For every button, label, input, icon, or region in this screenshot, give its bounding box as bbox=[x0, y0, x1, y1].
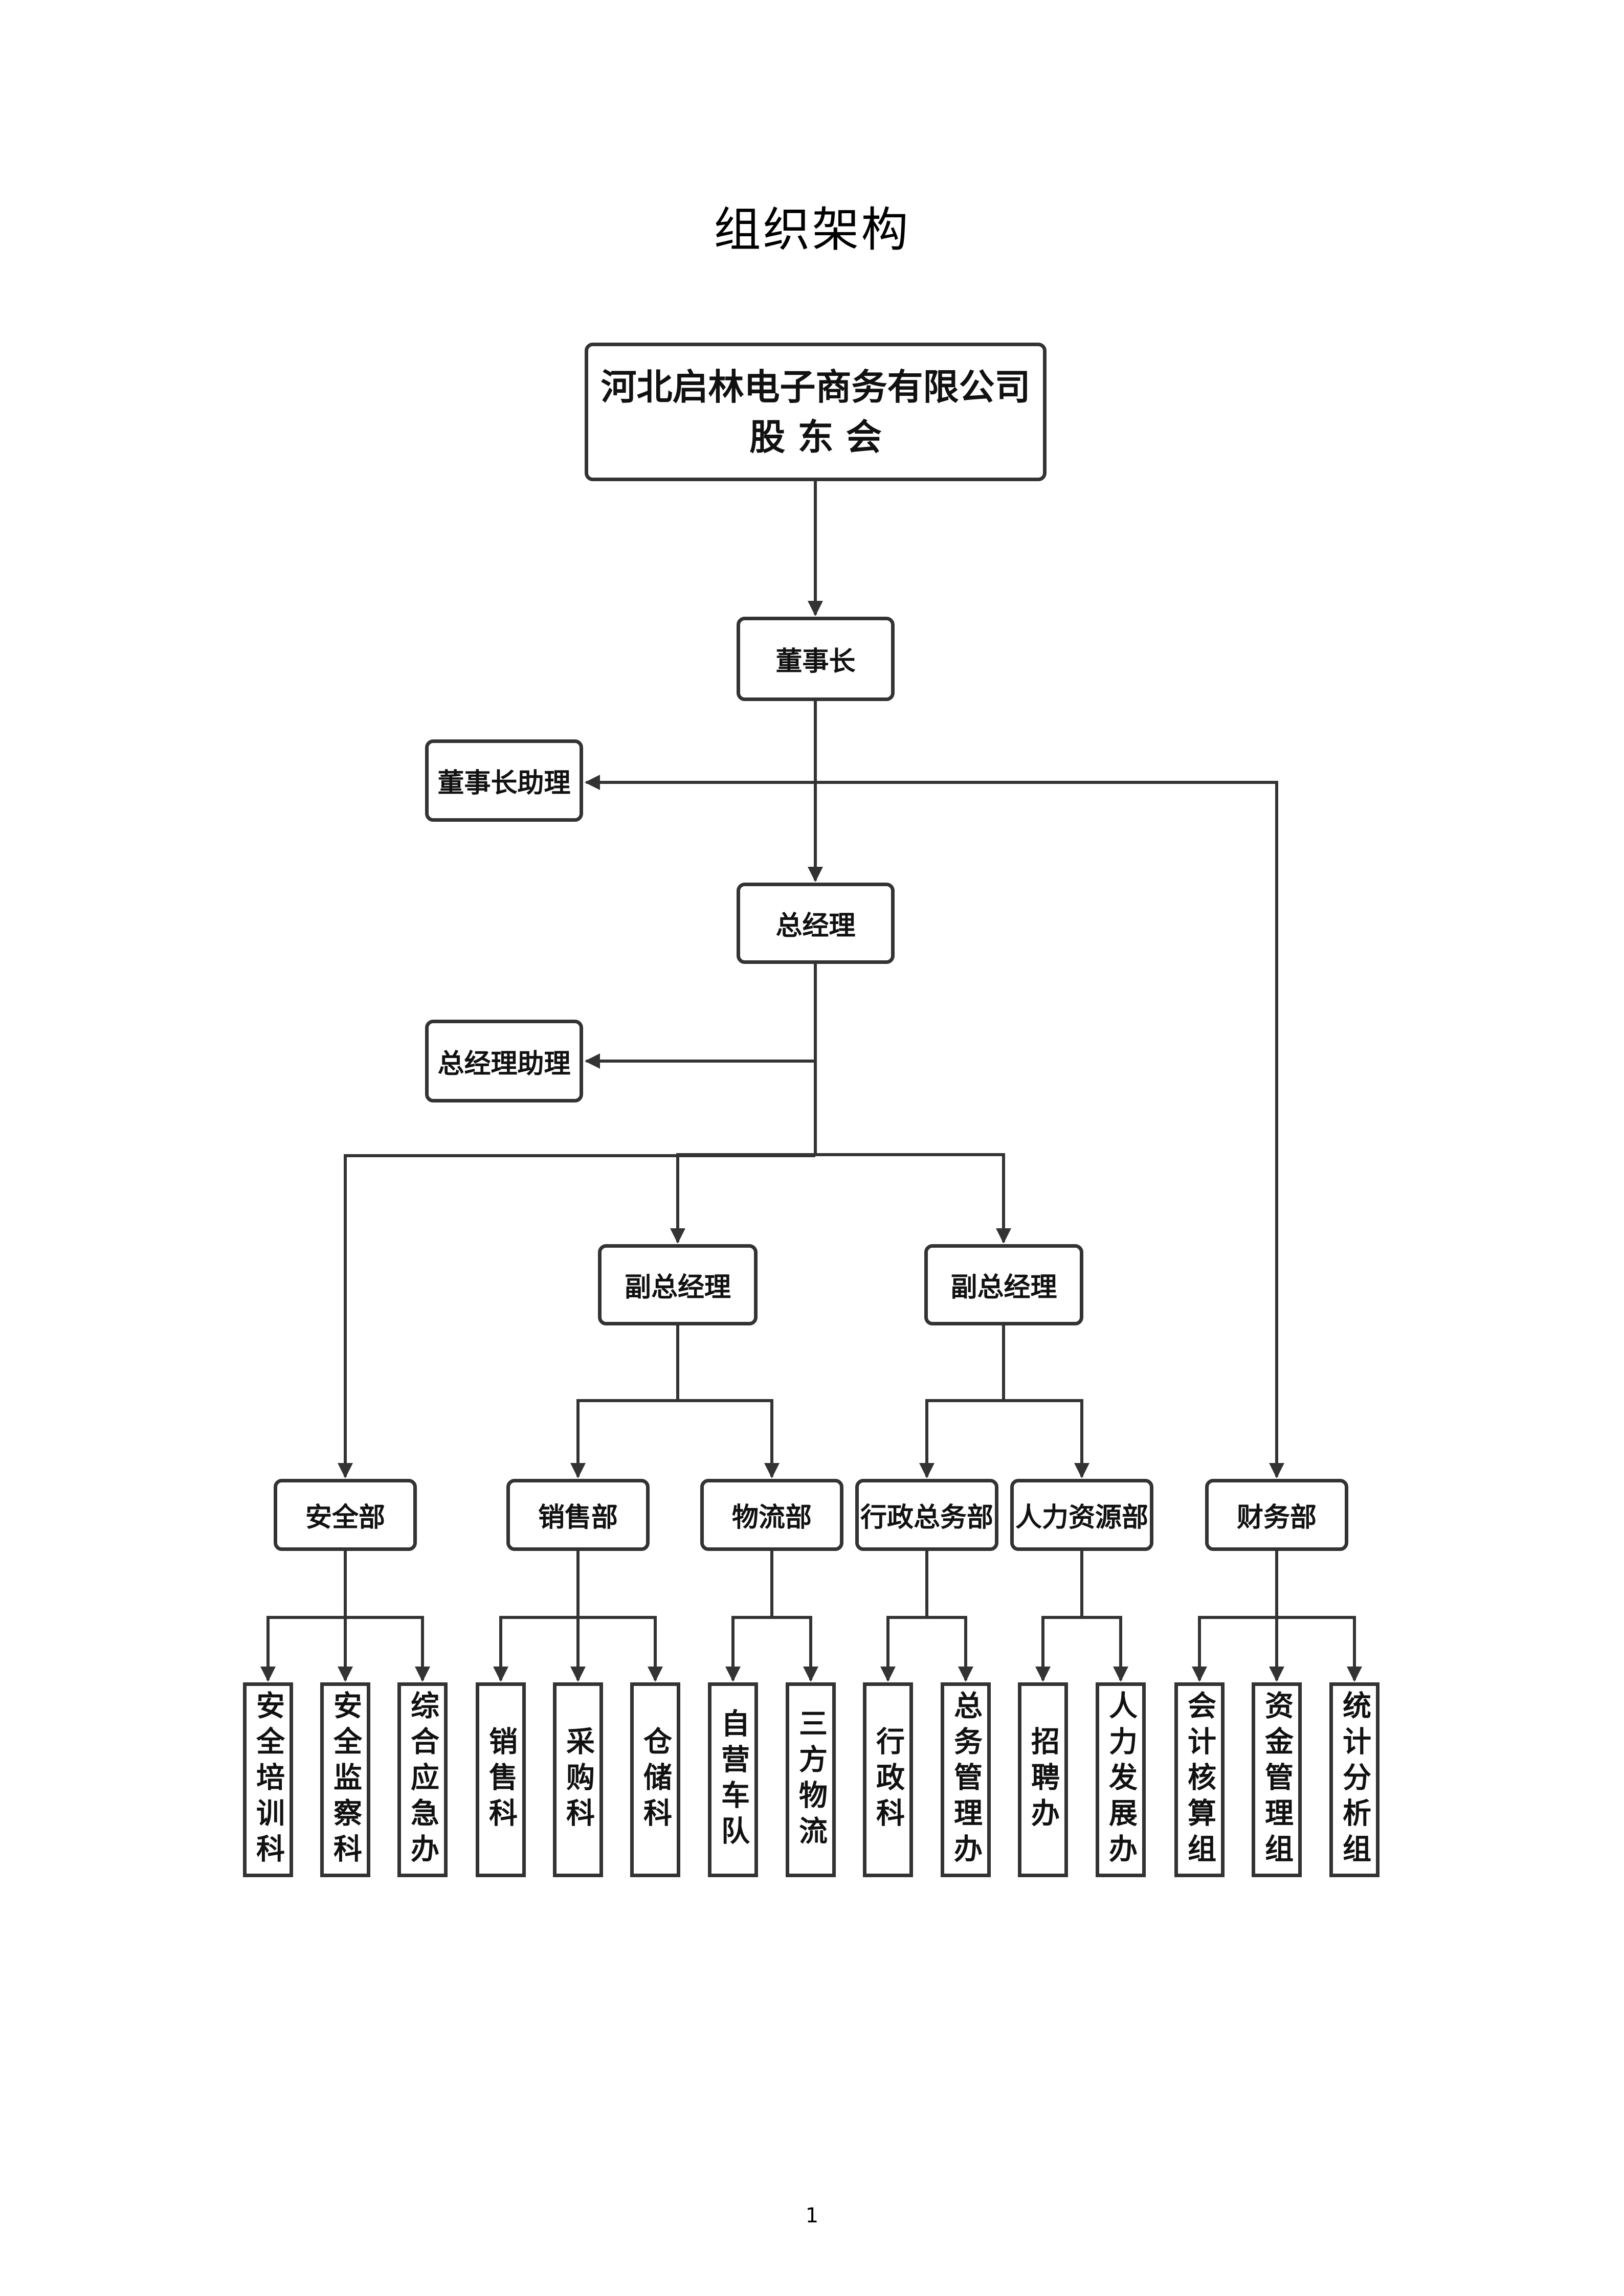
edge-deputy-left-logistics bbox=[678, 1399, 780, 1478]
edge-dept-unit bbox=[880, 1616, 927, 1682]
department-box: 财务部 bbox=[1205, 1479, 1348, 1551]
shareholders-box: 河北启林电子商务有限公司 股 东 会 bbox=[585, 343, 1047, 481]
unit-box: 总务管理办 bbox=[941, 1682, 991, 1877]
company-name: 河北启林电子商务有限公司 bbox=[600, 366, 1031, 408]
unit-box: 销售科 bbox=[476, 1682, 526, 1877]
page-title: 组织架构 bbox=[714, 202, 910, 257]
edge-gm-deputy-right bbox=[815, 1153, 1011, 1244]
unit-box: 采购科 bbox=[553, 1682, 603, 1877]
edge-dept-unit bbox=[260, 1616, 345, 1682]
edge-gm-deputy-left bbox=[670, 1153, 815, 1244]
unit-box: 三方物流 bbox=[786, 1682, 836, 1877]
edge-dept-unit bbox=[1277, 1616, 1362, 1682]
department-box: 安全部 bbox=[274, 1479, 417, 1551]
unit-box: 安全培训科 bbox=[243, 1682, 293, 1877]
department-box: 行政总务部 bbox=[855, 1479, 998, 1551]
unit-box: 会计核算组 bbox=[1174, 1682, 1225, 1877]
unit-box: 行政科 bbox=[863, 1682, 913, 1877]
edge-dept-unit bbox=[772, 1616, 818, 1682]
unit-box: 人力发展办 bbox=[1096, 1682, 1146, 1877]
edge-dept-unit bbox=[1082, 1616, 1128, 1682]
edge-dept-unit bbox=[493, 1616, 578, 1682]
unit-box: 自营车队 bbox=[708, 1682, 758, 1877]
edge-dept-unit bbox=[725, 1616, 772, 1682]
edge-deputy-right-admin bbox=[919, 1399, 1004, 1478]
department-box: 物流部 bbox=[700, 1479, 843, 1551]
edge-deputy-right-hr bbox=[1004, 1399, 1089, 1478]
shareholders-label: 股 东 会 bbox=[749, 416, 882, 458]
unit-box: 安全监察科 bbox=[320, 1682, 370, 1877]
chairman-box: 董事长 bbox=[737, 617, 895, 701]
edge-dept-unit bbox=[1192, 1616, 1277, 1682]
edge-dept-unit bbox=[578, 1616, 663, 1682]
chairman-assistant-box: 董事长助理 bbox=[425, 739, 583, 822]
unit-box: 资金管理组 bbox=[1252, 1682, 1302, 1877]
edge-deputy-left-sales bbox=[570, 1399, 678, 1478]
edge-dept-unit bbox=[345, 1616, 430, 1682]
page-number: 1 bbox=[805, 2204, 819, 2227]
unit-box: 综合应急办 bbox=[397, 1682, 448, 1877]
deputy-gm-right-box: 副总经理 bbox=[924, 1244, 1083, 1325]
general-manager-box: 总经理 bbox=[737, 883, 895, 964]
edge-gm-safety bbox=[338, 1154, 815, 1478]
unit-box: 招聘办 bbox=[1018, 1682, 1068, 1877]
edge-chairman-finance bbox=[815, 781, 1284, 1478]
unit-box: 仓储科 bbox=[630, 1682, 680, 1877]
unit-box: 统计分析组 bbox=[1329, 1682, 1380, 1877]
deputy-gm-left-box: 副总经理 bbox=[598, 1244, 758, 1325]
edge-dept-unit bbox=[1035, 1616, 1082, 1682]
department-box: 销售部 bbox=[506, 1479, 650, 1551]
department-box: 人力资源部 bbox=[1010, 1479, 1153, 1551]
gm-assistant-box: 总经理助理 bbox=[425, 1020, 583, 1102]
edge-dept-unit bbox=[927, 1616, 973, 1682]
